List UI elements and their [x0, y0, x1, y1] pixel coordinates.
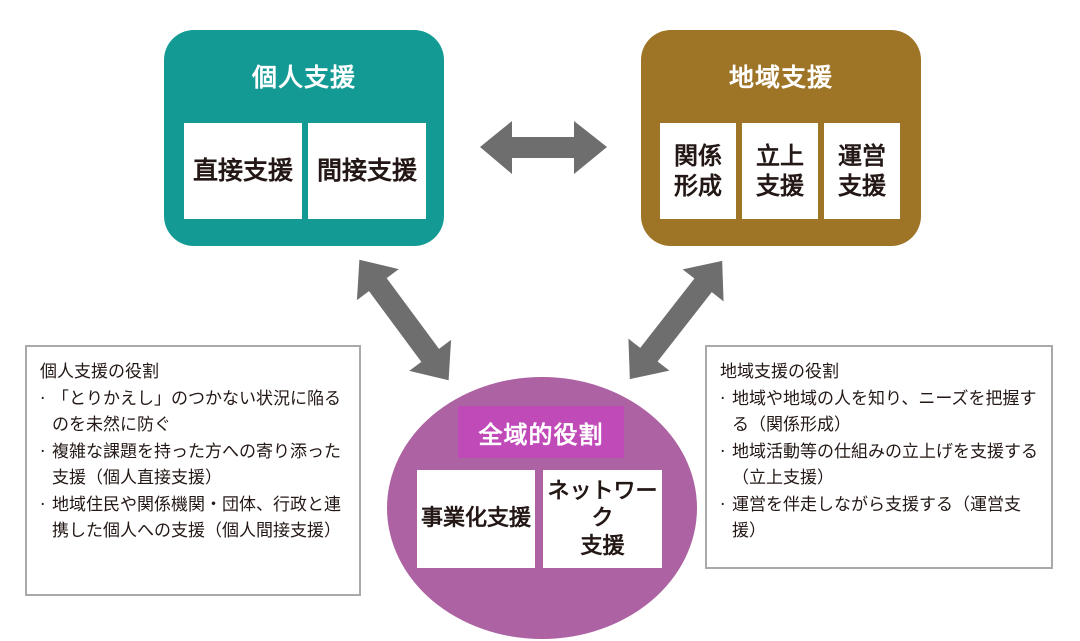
regional-role-item: 運営を伴走しながら支援する（運営支援）: [720, 492, 1041, 545]
regional-role-list: 地域や地域の人を知り、ニーズを把握する（関係形成） 地域活動等の仕組みの立上げを…: [720, 386, 1041, 545]
regional-role-item: 地域や地域の人を知り、ニーズを把握する（関係形成）: [720, 386, 1041, 439]
personal-role-title: 個人支援の役割: [40, 362, 159, 382]
personal-role-item: 「とりかえし」のつかない状況に陥るのを未然に防ぐ: [40, 386, 349, 439]
personal-support-panel: 個人支援 直接支援 間接支援: [164, 30, 444, 246]
personal-role-item: 地域住民や関係機関・団体、行政と連携した個人への支援（個人間接支援）: [40, 492, 349, 545]
personal-support-title: 個人支援: [251, 63, 356, 92]
operation-support-cell: 運営支援: [824, 123, 900, 219]
business-support-cell: 事業化支援: [417, 470, 535, 568]
arrow-personal-global: [356, 259, 452, 381]
personal-role-box: 個人支援の役割 「とりかえし」のつかない状況に陥るのを未然に防ぐ 複雑な課題を持…: [25, 345, 361, 596]
arrow-personal-regional: [480, 121, 607, 174]
direct-support-cell: 直接支援: [184, 123, 302, 219]
arrow-regional-global: [628, 260, 724, 380]
regional-role-box: 地域支援の役割 地域や地域の人を知り、ニーズを把握する（関係形成） 地域活動等の…: [705, 345, 1053, 569]
personal-role-list: 「とりかえし」のつかない状況に陥るのを未然に防ぐ 複雑な課題を持った方への寄り添…: [40, 386, 349, 545]
relationship-building-cell: 関係形成: [660, 123, 736, 219]
regional-role-item: 地域活動等の仕組みの立上げを支援する（立上支援）: [720, 439, 1041, 492]
indirect-support-cell: 間接支援: [308, 123, 426, 219]
regional-support-panel: 地域支援 関係形成 立上支援 運営支援: [641, 30, 921, 246]
regional-role-title: 地域支援の役割: [720, 362, 839, 382]
regional-support-title: 地域支援: [728, 63, 833, 92]
global-role-title: 全域的役割: [458, 406, 624, 458]
personal-role-item: 複雑な課題を持った方への寄り添った支援（個人直接支援）: [40, 439, 349, 492]
network-support-cell: ネットワーク支援: [543, 470, 662, 568]
launch-support-cell: 立上支援: [742, 123, 818, 219]
